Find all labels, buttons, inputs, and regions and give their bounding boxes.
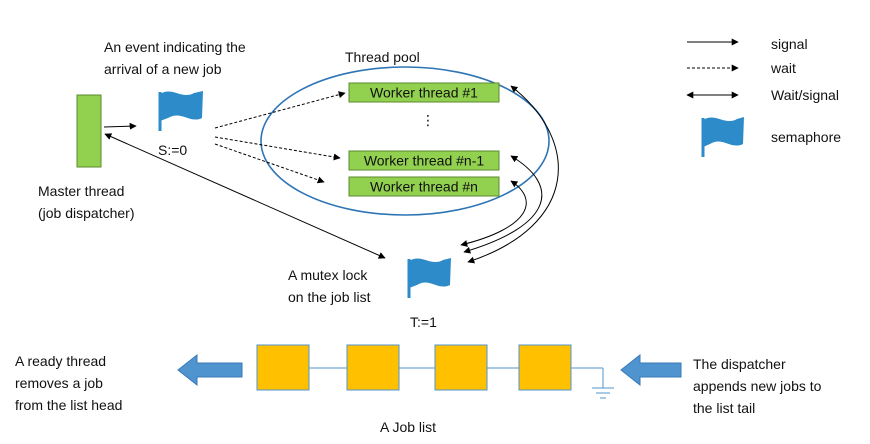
- master-to-semaphore-signal-arrow: [103, 122, 137, 130]
- dispatcher-label-line2: appends new jobs to: [693, 378, 822, 394]
- job-box-1: [256, 344, 310, 391]
- legend-semaphore-flag-icon: [701, 117, 744, 157]
- semaphore-t-flag-icon: [407, 258, 451, 298]
- remove-block-arrow-icon: [177, 353, 243, 387]
- worker-thread-n-label: Worker thread #n: [370, 179, 478, 195]
- worker-thread-1-label: Worker thread #1: [370, 85, 478, 101]
- dispatcher-label-line1: The dispatcher: [693, 356, 786, 372]
- job-list-label: A Job list: [380, 419, 436, 435]
- semaphore-t-label: T:=1: [410, 314, 437, 330]
- legend-semaphore-label: semaphore: [771, 129, 841, 145]
- ready-label-line3: from the list head: [15, 397, 122, 413]
- dispatcher-label-line3: the list tail: [693, 400, 755, 416]
- worker1-mutex-wait-signal-arrow: [467, 85, 559, 264]
- mutex-label-line1: A mutex lock: [288, 267, 368, 283]
- master-thread-box: [76, 94, 102, 168]
- wait-arrow-worker-1: [214, 91, 346, 129]
- ground-symbol-icon: [592, 387, 614, 399]
- event-label-line1: An event indicating the: [104, 39, 246, 55]
- legend-wait-signal-label: Wait/signal: [771, 87, 839, 103]
- legend: signal wait Wait/signal semaphore: [686, 36, 841, 157]
- ready-label-line2: removes a job: [15, 375, 103, 391]
- semaphore-s-label: S:=0: [158, 142, 187, 158]
- job-box-4: [518, 344, 572, 391]
- ready-label-line1: A ready thread: [15, 353, 106, 369]
- mutex-label-line2: on the job list: [288, 289, 371, 305]
- wait-arrow-worker-n1: [214, 136, 341, 161]
- master-label-line1: Master thread: [38, 183, 124, 199]
- job-box-2: [346, 344, 400, 391]
- worker-thread-n1-label: Worker thread #n-1: [364, 153, 485, 169]
- workern-mutex-wait-signal-arrow: [460, 180, 527, 247]
- event-label-line2: arrival of a new job: [104, 61, 222, 77]
- ellipsis-dots: ⋮: [421, 112, 435, 128]
- master-mutex-wait-signal-arrow: [104, 133, 386, 259]
- semaphore-s-flag-icon: [158, 91, 203, 131]
- thread-pool-label: Thread pool: [345, 49, 420, 65]
- wait-arrow-worker-n: [214, 143, 325, 184]
- legend-wait-label: wait: [770, 60, 796, 76]
- append-block-arrow-icon: [620, 353, 682, 387]
- legend-signal-label: signal: [771, 36, 808, 52]
- master-label-line2: (job dispatcher): [38, 205, 135, 221]
- job-box-3: [434, 344, 488, 391]
